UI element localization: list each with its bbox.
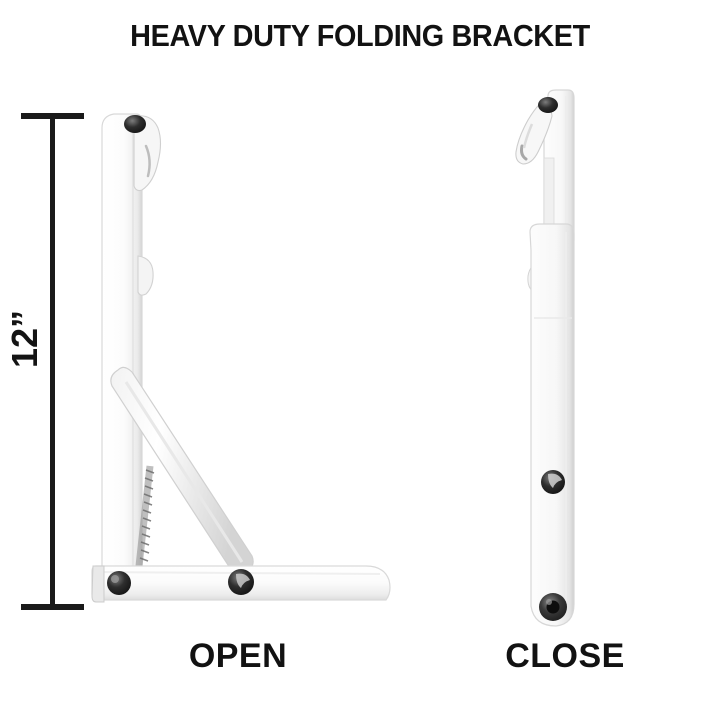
- close-bracket-upper-bar: [543, 89, 575, 241]
- close-bracket-bolt-middle: [541, 470, 565, 494]
- open-bracket-bolt-pivot: [228, 569, 254, 595]
- caption-open: OPEN: [188, 637, 288, 675]
- open-bracket-corner-cap: [91, 565, 105, 603]
- open-bracket-vertical-arm: [101, 113, 143, 583]
- caption-close: CLOSE: [505, 637, 625, 675]
- open-bracket-diagonal-strut: [110, 366, 254, 574]
- open-bracket-top-hook: [124, 115, 162, 192]
- dimension-cap-bottom: [21, 604, 84, 610]
- open-bracket-latch-tab: [137, 255, 154, 296]
- dimension-line: [50, 116, 55, 608]
- close-bracket-pivot-hole: [538, 97, 558, 113]
- close-bracket-top-hook: [515, 97, 558, 165]
- dimension-label: 12”: [4, 309, 45, 369]
- open-bracket-pivot-hole: [124, 115, 146, 133]
- open-bracket-horizontal-arm: [91, 565, 391, 601]
- close-bracket-folded-body: [529, 223, 575, 627]
- open-bracket-bolt-left: [107, 571, 131, 595]
- page-title: HEAVY DUTY FOLDING BRACKET: [130, 18, 590, 53]
- open-bracket-spring: [135, 465, 155, 567]
- close-bracket-latch-tab: [527, 261, 542, 293]
- close-bracket-bolt-bottom: [539, 593, 567, 621]
- close-bracket-neck: [543, 157, 555, 247]
